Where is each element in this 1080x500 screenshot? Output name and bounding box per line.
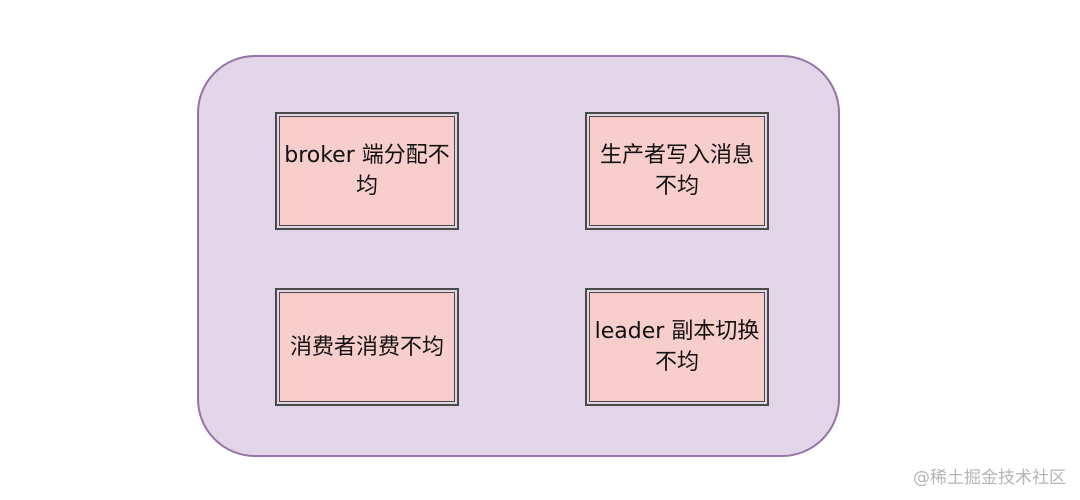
box-broker-imbalance: broker 端分配不均 xyxy=(275,112,459,230)
box-label: 消费者消费不均 xyxy=(289,334,444,360)
watermark: @稀土掘金技术社区 xyxy=(913,468,1066,488)
box-leader-switch-imbalance: leader 副本切换不均 xyxy=(585,288,769,406)
box-label: broker 端分配不均 xyxy=(284,143,450,199)
box-producer-imbalance: 生产者写入消息不均 xyxy=(585,112,769,230)
box-consumer-imbalance: 消费者消费不均 xyxy=(275,288,459,406)
box-label: leader 副本切换不均 xyxy=(594,319,760,375)
box-label: 生产者写入消息不均 xyxy=(599,143,754,199)
